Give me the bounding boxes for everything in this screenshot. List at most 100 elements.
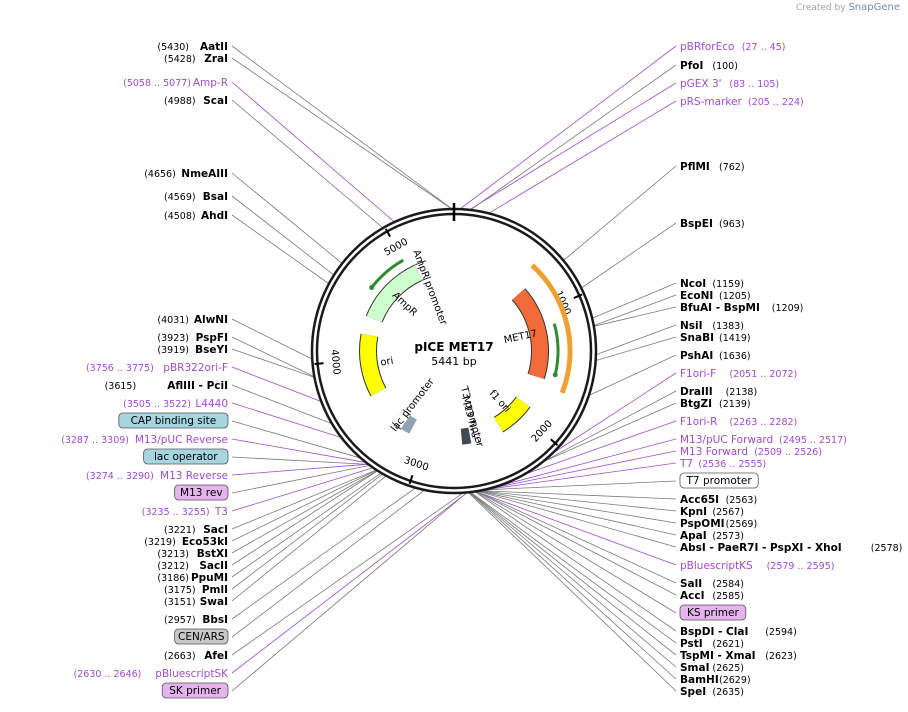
- site-label[interactable]: pGEX 3'(83 .. 105): [680, 78, 779, 90]
- site-label[interactable]: ScaI(4988): [164, 95, 228, 107]
- feature-ampr-promoter[interactable]: [415, 261, 431, 280]
- leader-line: [542, 402, 677, 463]
- site-label[interactable]: BspEI(963): [680, 218, 745, 230]
- leader-line: [469, 82, 677, 211]
- site-label[interactable]: M13 Forward(2509 .. 2526): [680, 446, 822, 458]
- site-label[interactable]: PpuMI(3186): [157, 572, 228, 584]
- site-label[interactable]: PspOMI(2569): [680, 518, 757, 530]
- site-label[interactable]: T7(2536 .. 2555): [679, 458, 766, 470]
- site-name: pBluescriptSK: [155, 668, 229, 680]
- leader-line: [488, 100, 677, 214]
- leader-line: [482, 462, 677, 491]
- leader-line: [231, 475, 387, 602]
- site-label[interactable]: BseYI(3919): [157, 344, 228, 356]
- site-label[interactable]: SalI(2584): [680, 578, 744, 590]
- site-position: (762): [719, 162, 745, 173]
- site-label[interactable]: BfuAI - BspMI(1209): [680, 302, 803, 314]
- site-label[interactable]: F1ori-F(2051 .. 2072): [680, 368, 797, 380]
- site-name: SnaBI: [680, 332, 714, 344]
- site-label[interactable]: SacII(3212): [157, 560, 228, 572]
- site-label[interactable]: pBRforEco(27 .. 45): [680, 41, 785, 53]
- site-label[interactable]: AfeI(2663): [164, 650, 228, 662]
- site-label[interactable]: BstXI(3213): [157, 548, 228, 560]
- site-label[interactable]: ApaI(2573): [680, 530, 744, 542]
- leader-line: [551, 372, 677, 455]
- feature-tag-text: KS primer: [687, 607, 739, 619]
- site-label[interactable]: BtgZI(2139): [680, 398, 751, 410]
- site-label[interactable]: NsiI(1383): [680, 320, 744, 332]
- site-label[interactable]: T3(3235 .. 3255): [142, 506, 228, 518]
- site-label[interactable]: SwaI(3151): [164, 596, 228, 608]
- site-label[interactable]: Eco53kI(3219): [144, 536, 228, 548]
- site-label[interactable]: DraIII(2138): [680, 386, 757, 398]
- site-label[interactable]: TspMI - XmaI(2623): [680, 650, 797, 662]
- site-label[interactable]: AatII(5430): [157, 41, 228, 53]
- site-label[interactable]: M13/pUC Forward(2495 .. 2517): [680, 434, 847, 446]
- site-label[interactable]: SmaI(2625): [680, 662, 744, 674]
- site-label[interactable]: F1ori-R(2263 .. 2282): [680, 416, 797, 428]
- site-label[interactable]: PstI(2621): [680, 638, 744, 650]
- site-label[interactable]: SacI(3221): [164, 524, 228, 536]
- site-label[interactable]: ZraI(5428): [164, 53, 228, 65]
- site-label[interactable]: KpnI(2567): [680, 506, 744, 518]
- site-label[interactable]: T7 promoter: [679, 472, 759, 489]
- feature-ampr[interactable]: [366, 265, 422, 323]
- feature-ori[interactable]: [360, 333, 386, 396]
- site-label[interactable]: PfoI(100): [680, 60, 738, 72]
- site-name: SpeI: [680, 686, 706, 698]
- site-label[interactable]: lac operator: [143, 448, 229, 465]
- site-label[interactable]: Acc65I(2563): [680, 494, 757, 506]
- site-label[interactable]: AlwNI(4031): [157, 314, 228, 326]
- site-name: SalI: [680, 578, 702, 590]
- site-label[interactable]: pRS-marker(205 .. 224): [680, 96, 804, 108]
- site-position: (3186): [157, 573, 189, 584]
- leader-line: [231, 473, 384, 590]
- leader-line: [477, 490, 677, 536]
- site-label[interactable]: Amp-R(5058 .. 5077): [123, 77, 228, 89]
- site-label[interactable]: AflIII - PciI(3615): [105, 380, 228, 392]
- site-label[interactable]: pBluescriptKS(2579 .. 2595): [680, 560, 834, 572]
- feature-t3-promoter[interactable]: [472, 425, 481, 443]
- arrow-tip: [369, 284, 375, 290]
- site-label[interactable]: BsaI(4569): [164, 191, 228, 203]
- site-label[interactable]: AhdI(4508): [164, 210, 228, 222]
- site-label[interactable]: NmeAIII(4656): [144, 168, 228, 180]
- feature-f1-ori[interactable]: [494, 397, 530, 432]
- site-label[interactable]: BbsI(2957): [164, 614, 228, 626]
- site-label[interactable]: PspFI(3923): [157, 332, 228, 344]
- feature-met17[interactable]: [512, 288, 548, 379]
- site-label[interactable]: EcoNI(1205): [680, 290, 751, 302]
- site-label[interactable]: AbsI - PaeR7I - PspXI - XhoI(2578): [680, 542, 902, 554]
- site-name: PspFI: [196, 332, 228, 344]
- site-name: SmaI: [680, 662, 710, 674]
- feature-tag: [161, 682, 229, 699]
- leader-line: [231, 469, 377, 530]
- site-label[interactable]: L4440(3505 .. 3522): [123, 398, 228, 410]
- site-position: (4508): [164, 211, 196, 222]
- plasmid-size: 5441 bp: [431, 355, 476, 368]
- site-label[interactable]: M13/pUC Reverse(3287 .. 3309): [61, 434, 228, 446]
- site-label[interactable]: BspDI - ClaI(2594): [680, 626, 797, 638]
- site-label[interactable]: NcoI(1159): [680, 278, 744, 290]
- leader-line: [542, 390, 677, 463]
- site-label[interactable]: SK primer: [161, 682, 229, 699]
- site-label[interactable]: M13 rev: [174, 484, 229, 501]
- site-label[interactable]: PshAI(1636): [680, 350, 751, 362]
- site-label[interactable]: SpeI(2635): [680, 686, 744, 698]
- site-label[interactable]: pBluescriptSK(2630 .. 2646): [74, 668, 230, 680]
- site-label[interactable]: CEN/ARS: [174, 628, 229, 645]
- site-label[interactable]: KS primer: [679, 604, 747, 621]
- site-position: (3151): [164, 597, 196, 608]
- site-label[interactable]: PmlI(3175): [164, 584, 228, 596]
- site-label[interactable]: CAP binding site: [118, 412, 229, 429]
- leader-line: [477, 490, 677, 548]
- site-position: (100): [712, 61, 738, 72]
- site-label[interactable]: AccI(2585): [680, 590, 744, 602]
- site-label[interactable]: M13 Reverse(3274 .. 3290): [86, 470, 228, 482]
- site-label[interactable]: PflMI(762): [680, 161, 745, 173]
- leader-line: [231, 384, 333, 425]
- site-label[interactable]: SnaBI(1419): [680, 332, 751, 344]
- site-label[interactable]: BamHI(2629): [680, 674, 751, 686]
- site-label[interactable]: pBR322ori-F(3756 .. 3775): [86, 362, 228, 374]
- leader-line: [231, 214, 330, 285]
